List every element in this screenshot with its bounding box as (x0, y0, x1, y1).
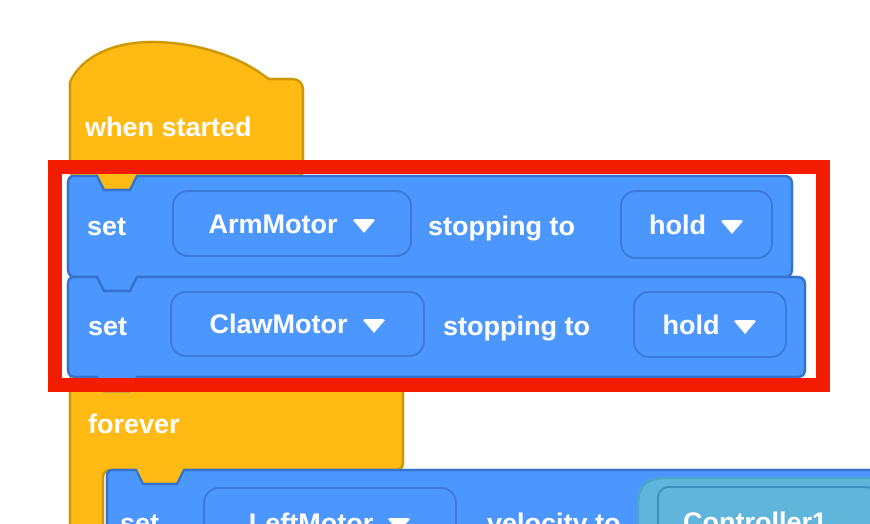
arm-motor-dropdown-value: ArmMotor (208, 208, 338, 239)
stopping-to-label: stopping to (443, 311, 590, 341)
left-motor-dropdown[interactable]: LeftMotor (203, 487, 457, 524)
controller-reporter-value: Controller1 (683, 507, 828, 524)
controller-reporter-field[interactable]: Controller1 (657, 486, 870, 524)
set-keyword-label: set (87, 211, 127, 241)
claw-motor-dropdown-value: ClawMotor (209, 309, 348, 339)
arm-motor-dropdown[interactable]: ArmMotor (172, 190, 412, 257)
claw-hold-dropdown[interactable]: hold (633, 291, 787, 358)
claw-hold-dropdown-value: hold (662, 309, 720, 340)
caret-down-icon (351, 218, 376, 233)
arm-hold-dropdown[interactable]: hold (620, 190, 773, 259)
set-keyword-label: set (120, 508, 160, 524)
caret-down-icon (361, 319, 386, 333)
caret-down-icon (733, 319, 758, 334)
claw-motor-dropdown[interactable]: ClawMotor (170, 291, 425, 357)
caret-down-icon (719, 219, 744, 234)
forever-label: forever (88, 409, 180, 439)
velocity-to-label: velocity to (487, 508, 621, 524)
set-keyword-label: set (88, 311, 128, 341)
caret-down-icon (387, 518, 412, 524)
arm-hold-dropdown-value: hold (649, 209, 706, 240)
when-started-label: when started (85, 112, 252, 142)
left-motor-dropdown-value: LeftMotor (248, 508, 374, 524)
stopping-to-label: stopping to (428, 211, 575, 241)
